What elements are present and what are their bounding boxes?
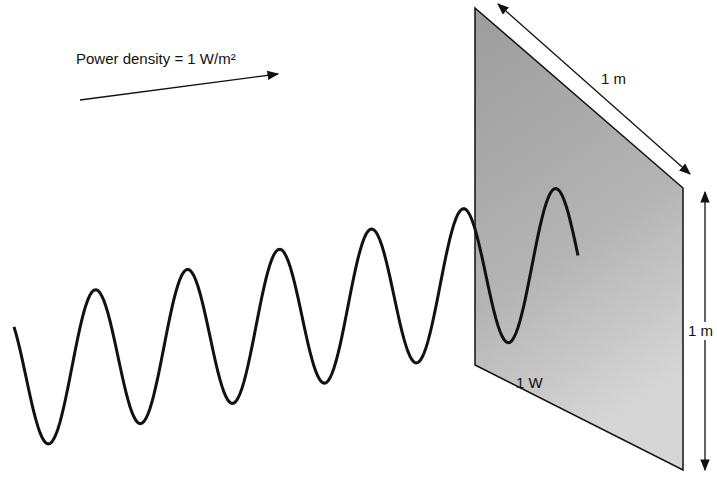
height-label: 1 m — [687, 322, 714, 340]
power-label: 1 W — [516, 374, 543, 392]
width-dimension — [498, 4, 690, 174]
receiving-panel — [475, 8, 683, 470]
wave — [14, 189, 578, 444]
direction-arrow — [80, 74, 278, 100]
width-label: 1 m — [600, 70, 627, 88]
power-density-label: Power density = 1 W/m² — [76, 50, 236, 68]
